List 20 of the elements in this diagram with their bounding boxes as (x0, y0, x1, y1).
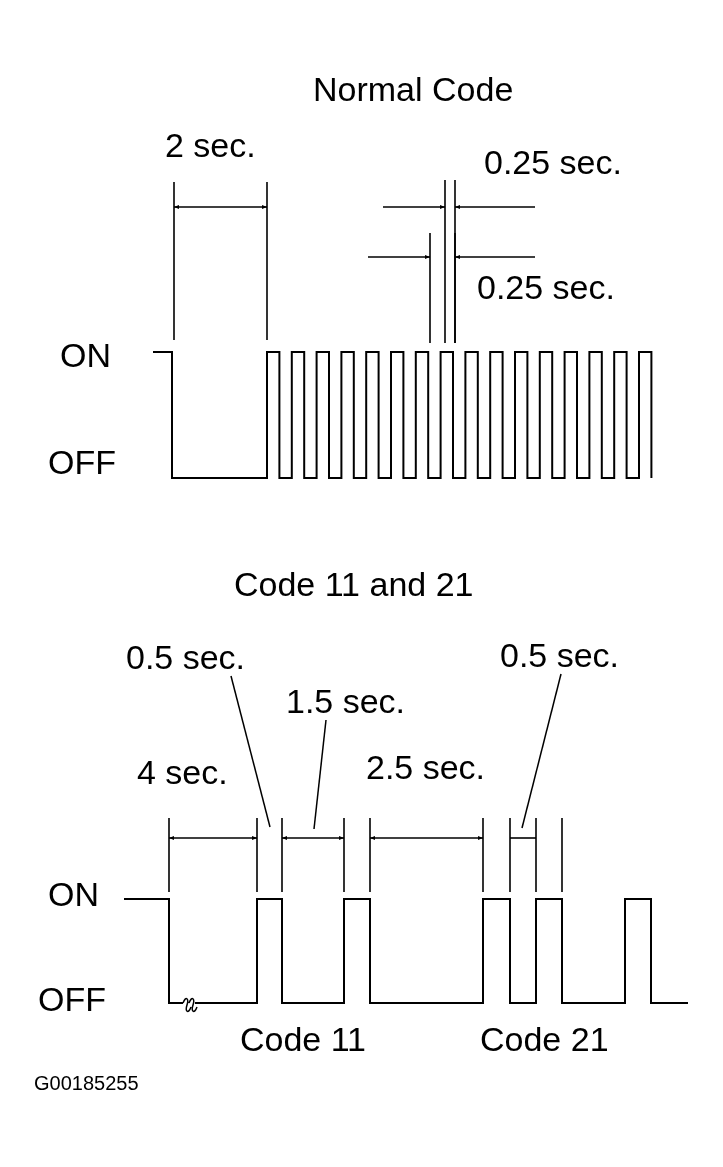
code-label: Code 11 (240, 1022, 367, 1056)
leader-line (313, 719, 327, 830)
chart-heading: Normal Code (313, 72, 514, 106)
leader-line (521, 673, 562, 829)
leader-line (230, 675, 271, 828)
level-label: OFF (48, 445, 116, 479)
level-label: ON (60, 338, 111, 372)
level-label: OFF (38, 982, 106, 1016)
duration-label: 2.5 sec. (366, 750, 486, 784)
chart-heading: Code 11 and 21 (234, 567, 474, 601)
duration-label: 4 sec. (137, 755, 228, 789)
duration-label: 0.5 sec. (126, 640, 246, 674)
duration-label: 2 sec. (165, 128, 256, 162)
duration-label: 0.5 sec. (500, 638, 620, 672)
duration-label: 1.5 sec. (286, 684, 406, 718)
figure-id: G00185255 (34, 1073, 139, 1093)
duration-label: 0.25 sec. (484, 145, 622, 179)
code-label: Code 21 (480, 1022, 609, 1056)
level-label: ON (48, 877, 99, 911)
duration-label: 0.25 sec. (477, 270, 615, 304)
